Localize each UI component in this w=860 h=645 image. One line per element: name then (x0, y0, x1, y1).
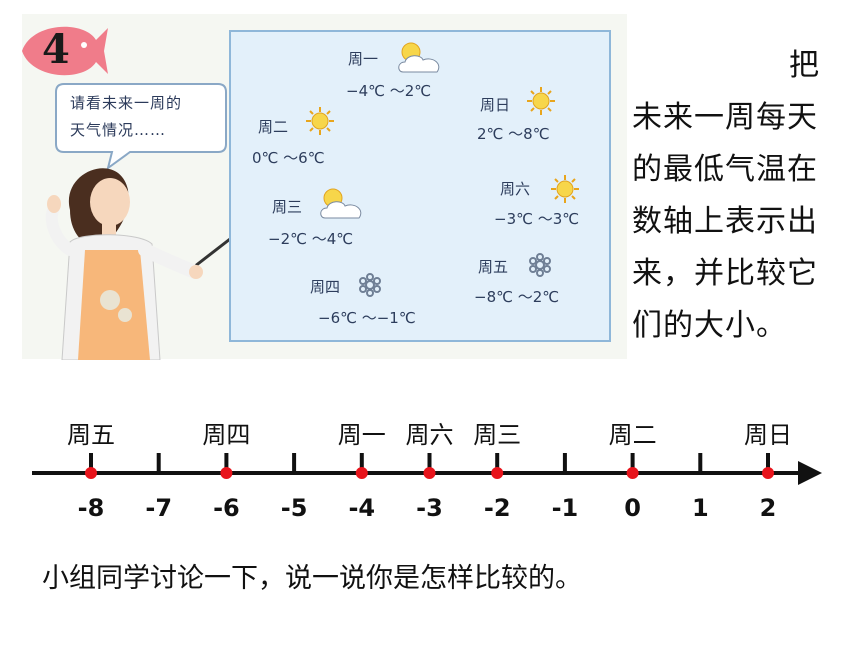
instruction-first-char: 把 (789, 48, 820, 83)
speech-line-2: 天气情况…… (70, 121, 167, 139)
number-line-tick-label: -3 (416, 494, 443, 522)
instruction-text: 把 未来一周每天的最低气温在数轴上表示出来，并比较它们的大小。 (632, 40, 842, 352)
number-line-tick-label: -7 (145, 494, 172, 522)
temperature-range: −3℃ ～3℃ (494, 210, 580, 228)
number-line-tick-label: -4 (348, 494, 375, 522)
teacher-illustration (45, 168, 253, 360)
number-line-point-label: 周三 (473, 421, 521, 449)
speech-line-1: 请看未来一周的 (70, 94, 183, 112)
number-line-point-label: 周日 (744, 421, 792, 449)
forecast-monday-range: −4℃ ～2℃ (346, 80, 431, 101)
sun-cloud-icon (398, 42, 440, 73)
sun-icon (527, 87, 555, 115)
temperature-range: −8℃ ～2℃ (474, 288, 560, 306)
temperature-range: 2℃ ～8℃ (477, 125, 550, 143)
forecast-saturday: 周六 (500, 178, 530, 199)
weather-forecast-panel (229, 30, 611, 342)
forecast-friday: 周五 (478, 256, 508, 277)
forecast-thursday-range: −6℃ ～−1℃ (318, 307, 416, 328)
number-line-tick-label: -5 (281, 494, 308, 522)
number-line-point (626, 467, 639, 479)
day-label: 周日 (480, 96, 511, 114)
number-line-point-label: 周四 (202, 421, 250, 449)
number-line-arrow (798, 461, 822, 485)
number-line-tick-label: 0 (624, 494, 641, 522)
number-line-point (423, 467, 436, 479)
day-label: 周六 (500, 180, 531, 198)
forecast-saturday-range: −3℃ ～3℃ (494, 208, 579, 229)
day-label: 周五 (478, 258, 509, 276)
forecast-wednesday: 周三 (272, 196, 302, 217)
speech-bubble (55, 83, 227, 170)
number-line-point-label: 周一 (338, 421, 386, 449)
number-line-tick-label: -6 (213, 494, 240, 522)
number-line-point (355, 467, 368, 479)
sun-icon (551, 175, 579, 203)
number-line-point (762, 467, 774, 479)
temperature-range: −2℃ ～4℃ (268, 230, 354, 248)
forecast-thursday: 周四 (310, 276, 340, 297)
day-label: 周三 (272, 198, 303, 216)
number-line-tick-label: 1 (692, 494, 709, 522)
snowflake-icon (529, 253, 551, 277)
temperature-range: 0℃ ～6℃ (252, 149, 325, 167)
temperature-range: −4℃ ～2℃ (346, 82, 432, 100)
forecast-sunday: 周日 (480, 94, 510, 115)
discussion-prompt: 小组同学讨论一下，说一说你是怎样比较的。 (42, 563, 582, 594)
number-line-point-label: 周六 (406, 421, 454, 449)
forecast-monday: 周一 (348, 48, 378, 69)
number-line-tick-label: -1 (552, 494, 579, 522)
number-line-tick-label: -2 (484, 494, 511, 522)
temperature-range: −6℃ ～−1℃ (318, 309, 416, 327)
instruction-body: 未来一周每天的最低气温在数轴上表示出来，并比较它们的大小。 (632, 100, 818, 343)
number-line-tick-label: 2 (760, 494, 777, 522)
speech-bubble-text: 请看未来一周的 天气情况…… (70, 90, 220, 144)
day-label: 周二 (258, 118, 289, 136)
forecast-wednesday-range: −2℃ ～4℃ (268, 228, 353, 249)
forecast-tuesday: 周二 (258, 116, 288, 137)
sun-icon (306, 107, 334, 135)
number-line-point-label: 周二 (609, 421, 657, 449)
number-line-point-label: 周五 (67, 421, 115, 449)
day-label: 周一 (348, 50, 379, 68)
sun-cloud-icon (320, 188, 362, 219)
exercise-number-badge (22, 26, 108, 76)
snowflake-icon (359, 273, 381, 297)
number-line-point (220, 467, 233, 479)
day-label: 周四 (310, 278, 341, 296)
forecast-friday-range: −8℃ ～2℃ (474, 286, 559, 307)
forecast-tuesday-range: 0℃ ～6℃ (252, 147, 325, 168)
number-line-point (85, 467, 97, 479)
number-line-tick-label: -8 (78, 494, 105, 522)
forecast-sunday-range: 2℃ ～8℃ (477, 123, 550, 144)
number-line-point (491, 467, 504, 479)
number-line: -8 -7 -6 -5 -4 -3 -2 -1 0 1 2 周五 周四 周一周六周三 周二 周日 (32, 421, 822, 522)
exercise-number: 4 (42, 26, 70, 73)
